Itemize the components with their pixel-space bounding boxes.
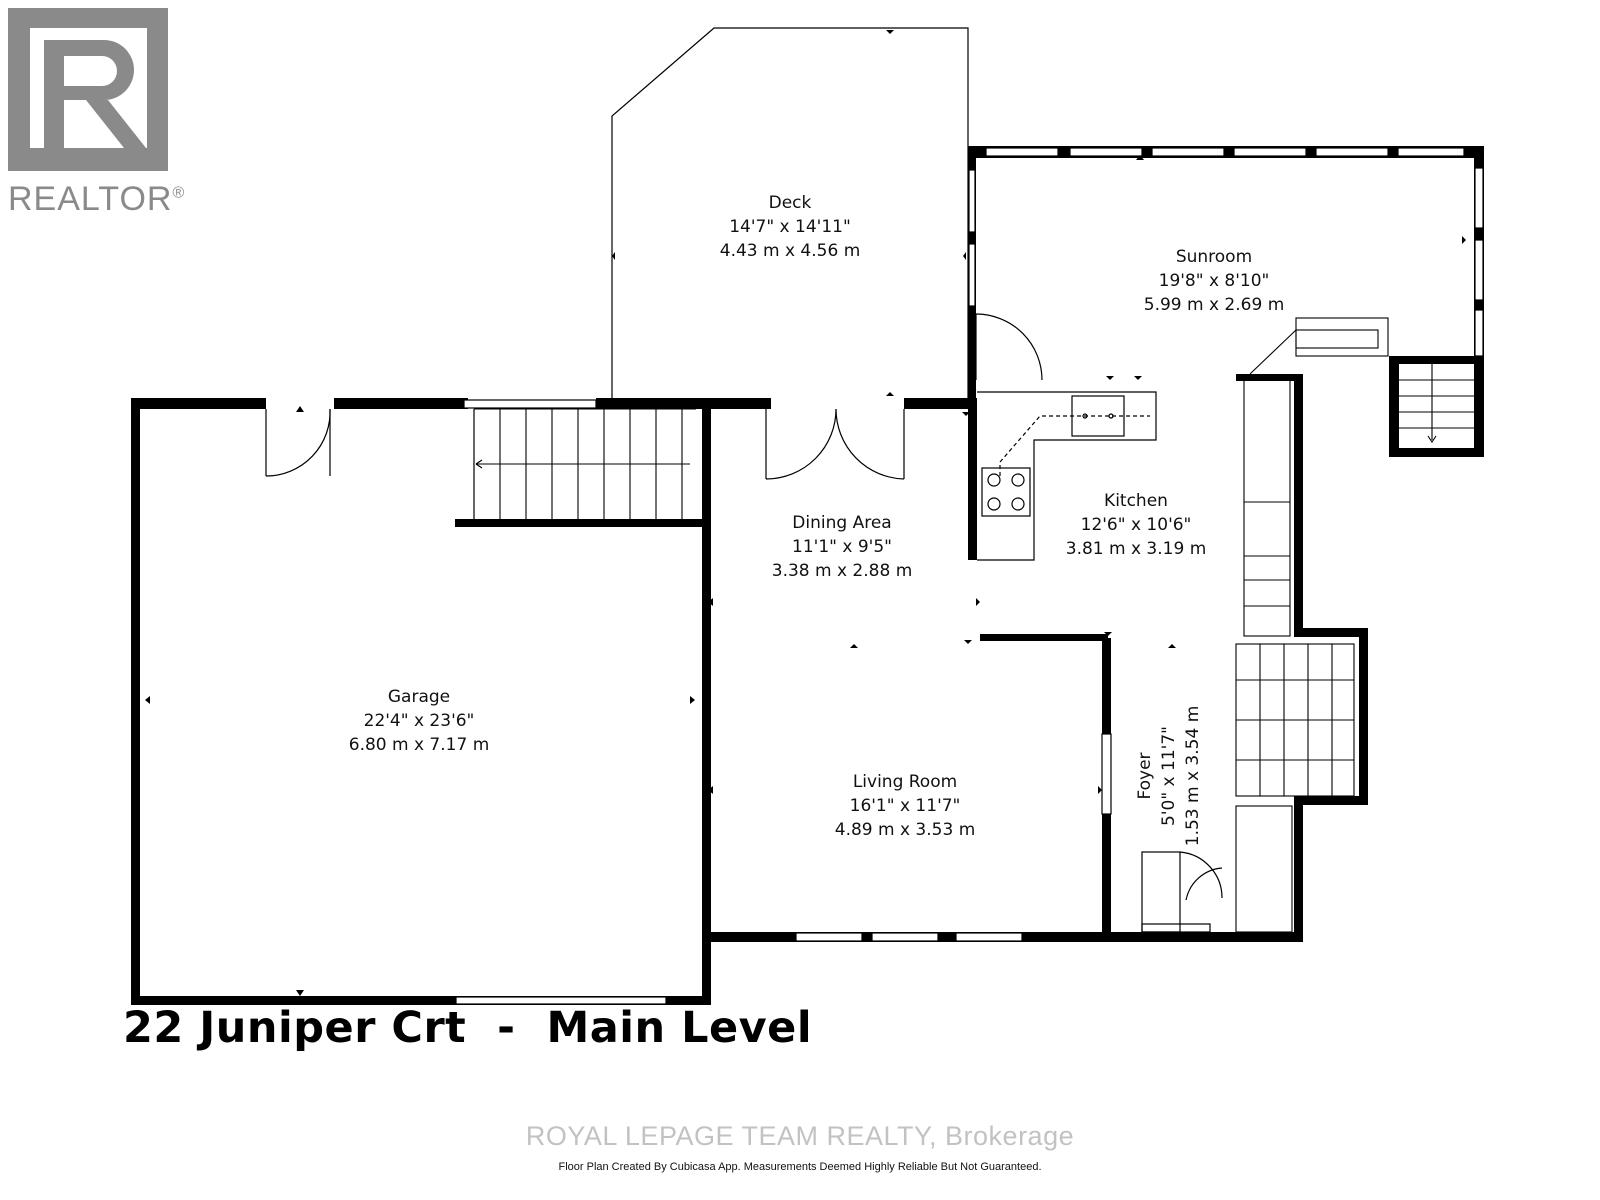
brokerage-watermark: ROYAL LEPAGE TEAM REALTY, Brokerage bbox=[525, 1121, 1075, 1151]
dimension-markers bbox=[145, 30, 1466, 996]
garage-imperial: 22'4" x 23'6" bbox=[364, 711, 475, 731]
deck-imperial: 14'7" x 14'11" bbox=[729, 217, 851, 237]
floor-plan-disclaimer: Floor Plan Created By Cubicasa App. Meas… bbox=[558, 1161, 1042, 1173]
foyer-metric: 1.53 m x 3.54 m bbox=[1183, 706, 1203, 847]
deck-metric: 4.43 m x 4.56 m bbox=[720, 241, 861, 261]
realtor-r-logo-icon bbox=[8, 8, 168, 171]
windows bbox=[455, 147, 1484, 1005]
room-labels: Deck 14'7" x 14'11" 4.43 m x 4.56 m Sunr… bbox=[349, 193, 1285, 846]
kitchen-metric: 3.81 m x 3.19 m bbox=[1066, 539, 1207, 559]
garage-metric: 6.80 m x 7.17 m bbox=[349, 735, 490, 755]
realtor-logo: REALTOR® bbox=[8, 8, 184, 218]
kitchen-fixtures bbox=[977, 391, 1157, 561]
stairs bbox=[474, 317, 1474, 933]
deck-outline bbox=[611, 27, 969, 399]
deck-name: Deck bbox=[769, 193, 812, 213]
dining-metric: 3.38 m x 2.88 m bbox=[772, 561, 913, 581]
dining-imperial: 11'1" x 9'5" bbox=[792, 537, 892, 557]
garage-name: Garage bbox=[388, 687, 450, 707]
living-imperial: 16'1" x 11'7" bbox=[850, 796, 961, 816]
sunroom-metric: 5.99 m x 2.69 m bbox=[1144, 295, 1285, 315]
doors bbox=[265, 313, 1223, 933]
dining-name: Dining Area bbox=[792, 513, 891, 533]
foyer-name: Foyer bbox=[1135, 752, 1155, 799]
realtor-wordmark: REALTOR® bbox=[8, 180, 186, 218]
sunroom-imperial: 19'8" x 8'10" bbox=[1159, 271, 1270, 291]
living-metric: 4.89 m x 3.53 m bbox=[835, 820, 976, 840]
kitchen-name: Kitchen bbox=[1104, 491, 1168, 511]
foyer-imperial: 5'0" x 11'7" bbox=[1159, 726, 1179, 826]
page-title: 22 Juniper Crt - Main Level bbox=[123, 1003, 813, 1053]
living-name: Living Room bbox=[853, 772, 957, 792]
sunroom-name: Sunroom bbox=[1176, 247, 1252, 267]
kitchen-imperial: 12'6" x 10'6" bbox=[1081, 515, 1192, 535]
